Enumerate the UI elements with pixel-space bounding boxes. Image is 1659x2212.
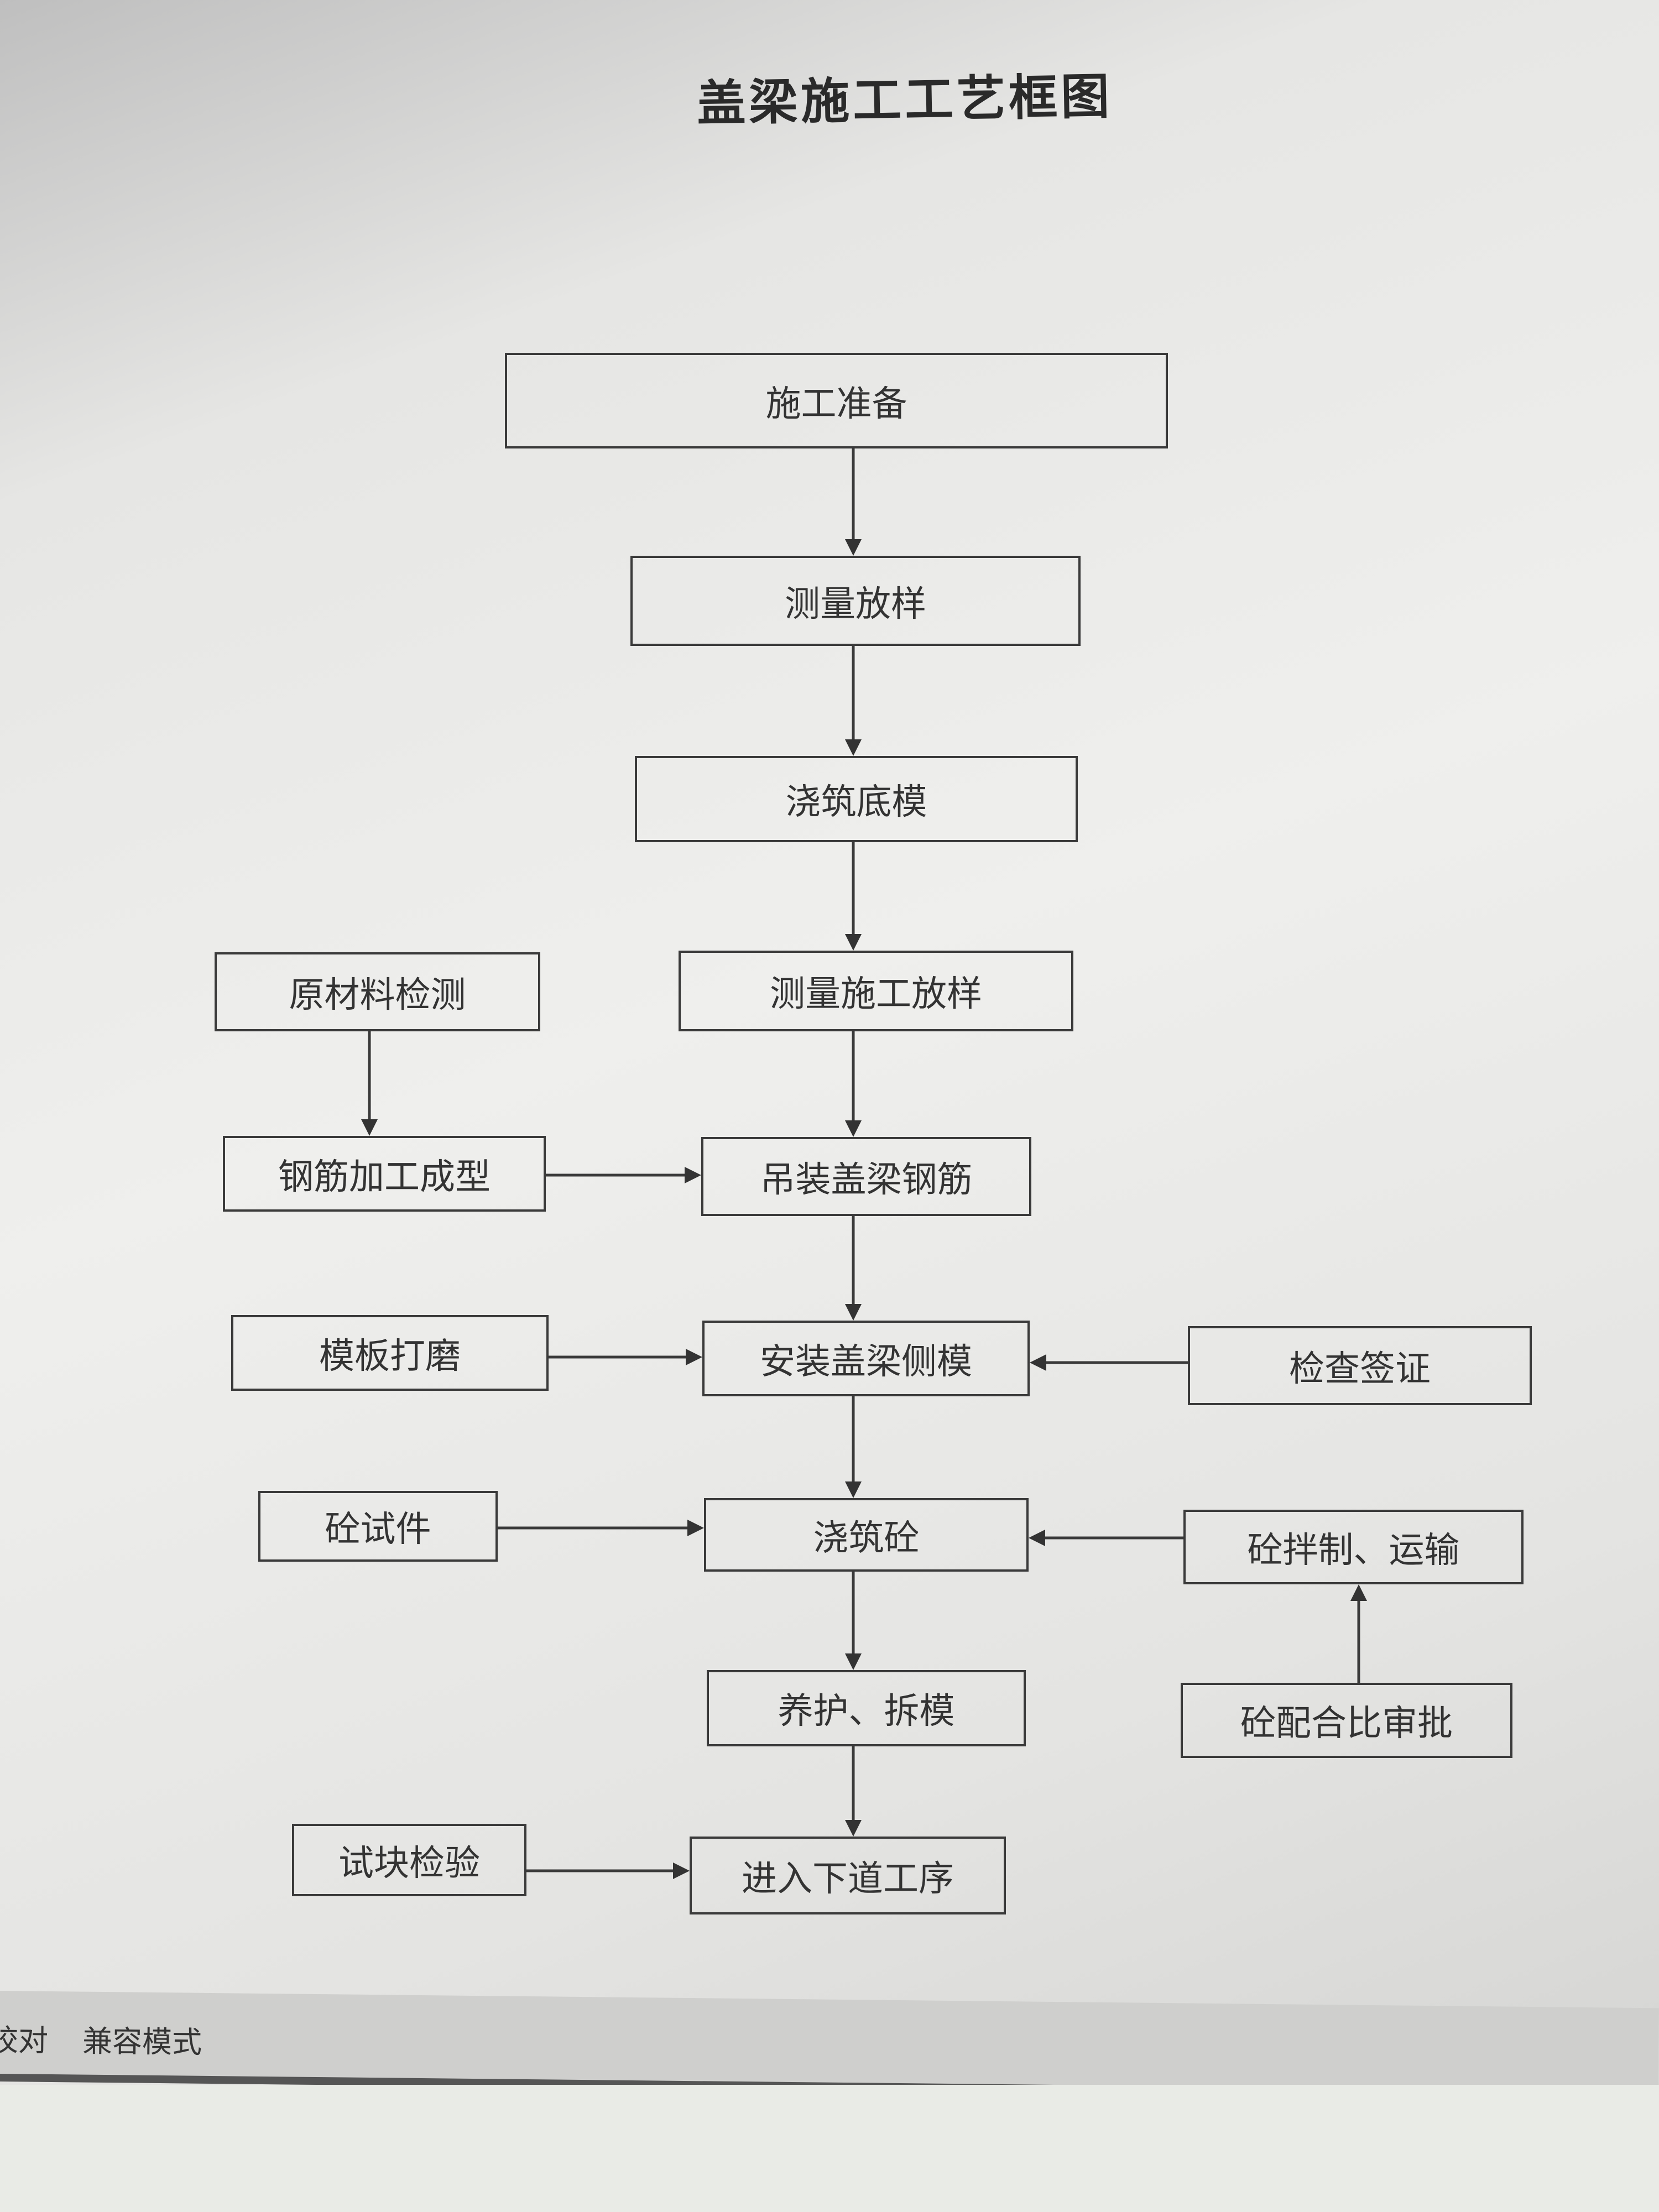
status-bar: 校对 兼容模式 bbox=[0, 1991, 1659, 2099]
node-inspect-sign: 检查签证 bbox=[1188, 1326, 1532, 1405]
node-mix-ratio: 砼配合比审批 bbox=[1181, 1683, 1512, 1758]
node-mix-transport: 砼拌制、运输 bbox=[1183, 1510, 1524, 1584]
node-form-polish: 模板打磨 bbox=[231, 1315, 549, 1391]
node-cure-strip: 养护、拆模 bbox=[707, 1670, 1026, 1746]
node-prep: 施工准备 bbox=[505, 353, 1168, 448]
node-material-test: 原材料检测 bbox=[215, 952, 540, 1031]
node-lift-rebar: 吊装盖梁钢筋 bbox=[701, 1137, 1031, 1216]
node-bottom-form: 浇筑底模 bbox=[635, 756, 1078, 842]
node-concrete-specimen: 砼试件 bbox=[258, 1491, 498, 1562]
node-survey: 测量放样 bbox=[630, 556, 1081, 646]
node-next-step: 进入下道工序 bbox=[690, 1837, 1006, 1914]
node-rebar-fab: 钢筋加工成型 bbox=[223, 1136, 546, 1212]
node-construction-survey: 测量施工放样 bbox=[679, 951, 1073, 1031]
node-pour-concrete: 浇筑砼 bbox=[704, 1498, 1029, 1572]
screen-bezel bbox=[0, 2085, 1659, 2212]
compat-mode-status: 兼容模式 bbox=[82, 2023, 202, 2060]
node-specimen-test: 试块检验 bbox=[292, 1824, 526, 1896]
proofread-status[interactable]: 校对 bbox=[0, 2022, 49, 2058]
node-side-form: 安装盖梁侧模 bbox=[702, 1321, 1030, 1396]
